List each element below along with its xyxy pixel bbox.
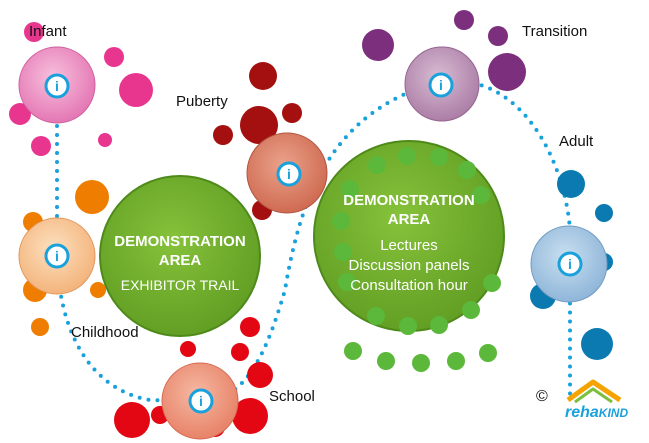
info-glyph: i <box>287 166 291 182</box>
infant-label: Infant <box>29 23 67 40</box>
transition-info-icon[interactable]: i <box>428 72 454 98</box>
childhood-satellite-dots <box>23 180 109 336</box>
transition-satellite-dots <box>362 10 526 91</box>
puberty-label: Puberty <box>176 93 228 110</box>
consultation-hour-label: Consultation hour <box>350 277 468 294</box>
school-label: School <box>269 388 315 405</box>
school-info-icon[interactable]: i <box>188 388 214 414</box>
infant-satellite-dots <box>9 22 153 156</box>
demo-area-left-text: DEMONSTRATION AREA EXHIBITOR TRAIL <box>100 232 260 295</box>
infant-info-icon[interactable]: i <box>44 73 70 99</box>
demo-area-left-title-1: DEMONSTRATION <box>114 233 246 250</box>
puberty-info-icon[interactable]: i <box>276 161 302 187</box>
info-glyph: i <box>568 256 572 272</box>
rehakind-logo-roof <box>566 379 622 404</box>
demo-area-right-title-2: AREA <box>387 211 431 228</box>
green-dots-ring <box>332 147 501 372</box>
copyright-symbol: © <box>536 388 548 405</box>
adult-label: Adult <box>559 133 594 150</box>
demo-area-left-title-2: AREA <box>158 252 202 269</box>
info-glyph: i <box>55 248 59 264</box>
transition-label: Transition <box>522 23 588 40</box>
lectures-label: Lectures <box>380 237 438 254</box>
info-glyph: i <box>199 393 203 409</box>
info-glyph: i <box>439 77 443 93</box>
logo-kind: KIND <box>598 406 629 420</box>
discussion-panels-label: Discussion panels <box>348 257 470 274</box>
info-icons: i i i i i i <box>44 72 583 414</box>
demo-area-left-circle <box>99 175 261 337</box>
childhood-label: Childhood <box>71 324 139 341</box>
childhood-info-icon[interactable]: i <box>44 243 70 269</box>
demo-area-right-text: DEMONSTRATION AREA Lectures Discussion p… <box>324 191 494 295</box>
exhibitor-trail-label: EXHIBITOR TRAIL <box>120 277 240 293</box>
rehakind-logo: rehaKIND <box>565 404 628 422</box>
dotted-trail-path <box>55 78 572 405</box>
adult-info-icon[interactable]: i <box>557 251 583 277</box>
info-glyph: i <box>55 78 59 94</box>
demo-area-right-title-1: DEMONSTRATION <box>343 192 475 209</box>
logo-reha: reha <box>565 404 599 421</box>
